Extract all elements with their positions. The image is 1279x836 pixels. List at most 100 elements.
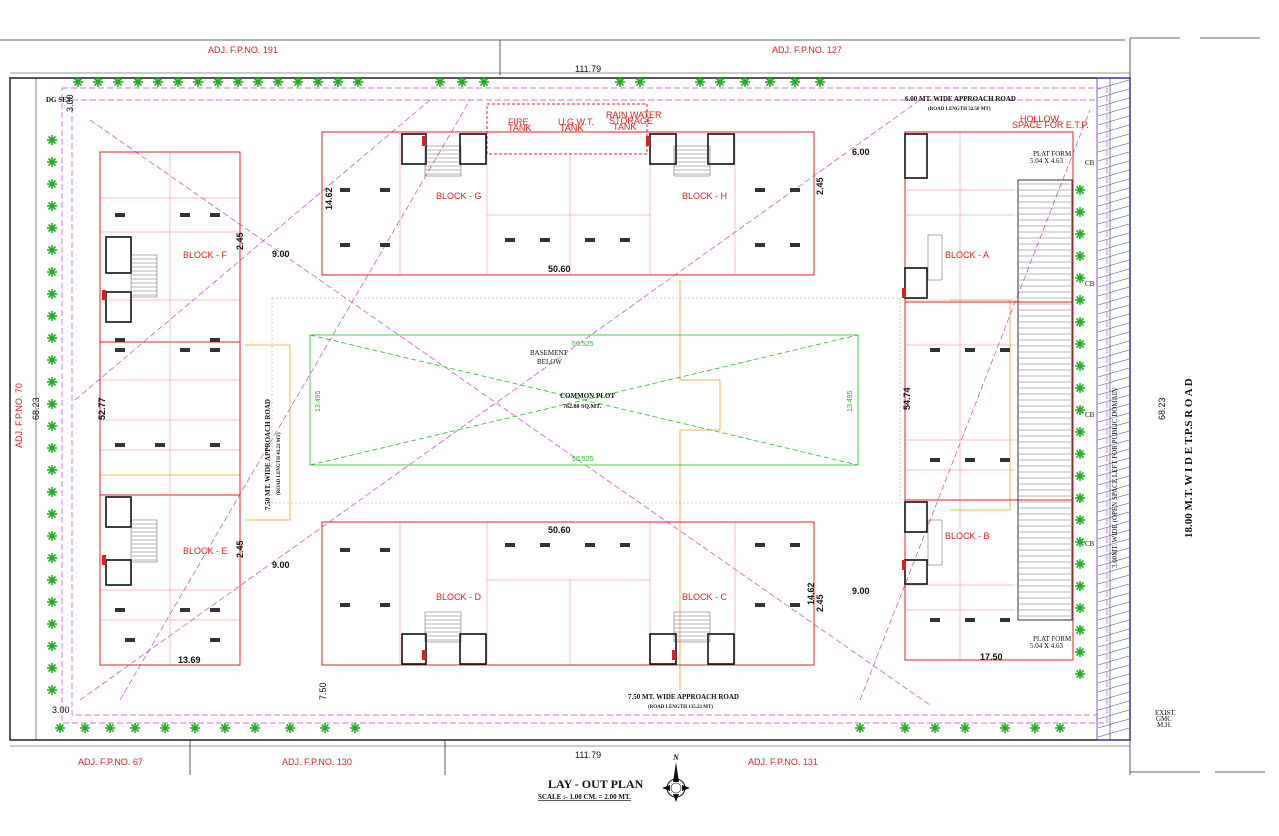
dim-gh-width: 50.60 (548, 264, 571, 274)
column-marker (540, 543, 550, 547)
tree-icon (1075, 251, 1085, 261)
column-marker (380, 243, 390, 247)
gmc-label: GMC (1156, 715, 1172, 723)
dim-left-strip: 52.77 (97, 397, 107, 420)
tree-icon (213, 77, 223, 87)
tree-icon (47, 685, 57, 695)
hatch-line (1097, 547, 1130, 558)
tree-icon (333, 77, 343, 87)
bottom-road-label: 7.50 MT. WIDE APPROACH ROAD (628, 693, 739, 701)
column-marker (755, 543, 765, 547)
cb-label-1: CB (1085, 159, 1095, 167)
tree-icon (1075, 625, 1085, 635)
hatch-line (1097, 358, 1130, 369)
block-b-label: BLOCK - B (945, 531, 990, 541)
column-marker (340, 603, 350, 607)
dim-top-width: 111.79 (575, 64, 601, 74)
tree-icon (1075, 405, 1085, 415)
tree-icon (47, 179, 57, 189)
tree-icon (47, 465, 57, 475)
tree-icon (160, 723, 170, 733)
tree-icon (173, 77, 183, 87)
north-arrow-icon (662, 762, 690, 802)
hatch-line (1097, 250, 1130, 261)
hatch-line (1097, 97, 1130, 108)
hatch-line (1097, 466, 1130, 477)
tree-icon (285, 723, 295, 733)
tree-icon (1075, 427, 1085, 437)
adj-fp-131: ADJ. F.P.NO. 131 (748, 757, 818, 767)
hatch-line (1097, 151, 1130, 162)
top-road-label: 6.00 MT. WIDE APPROACH ROAD (905, 95, 1016, 103)
hatch-line (1097, 367, 1130, 378)
tree-icon (133, 77, 143, 87)
tree-icon (73, 77, 83, 87)
interior-walls (100, 132, 1015, 665)
dim-setback-900: 9.00 (852, 586, 870, 596)
adj-fp-70: ADJ. F.P.NO. 70 (14, 383, 24, 448)
hatch-line (1097, 133, 1130, 144)
adj-fp-127: ADJ. F.P.NO. 127 (772, 45, 842, 55)
tree-icon (1075, 669, 1085, 679)
tree-icon (47, 553, 57, 563)
column-marker (620, 543, 630, 547)
column-marker (965, 458, 975, 462)
core-boxes (105, 133, 928, 665)
stair-treads (131, 149, 1071, 641)
hatch-line (1097, 484, 1130, 495)
hatch-line (1097, 277, 1130, 288)
column-marker (790, 603, 800, 607)
dim-dc-width: 50.60 (548, 525, 571, 535)
tree-icon (105, 723, 115, 733)
rain-water-label-2: STORAGE (609, 116, 653, 126)
tree-icon (250, 723, 260, 733)
hatch-line (1097, 115, 1130, 126)
north-label: N (672, 753, 680, 762)
tree-icon (220, 723, 230, 733)
column-marker (380, 548, 390, 552)
rain-water-label: RAIN WATER (606, 110, 662, 120)
platform-top-size: 5.04 X 4.63 (1030, 157, 1064, 165)
hatch-line (1097, 295, 1130, 306)
tree-icon (1075, 559, 1085, 569)
column-marker (115, 348, 125, 352)
hatch-line (1097, 286, 1130, 297)
dim-gh-depth: 14.62 (324, 187, 334, 210)
cp-dim-left: 13.495 (315, 390, 322, 412)
fire-tank-label: FIRE (508, 117, 529, 127)
block-a-label: BLOCK - A (945, 250, 989, 260)
hatch-line (1097, 457, 1130, 468)
tree-icon (193, 77, 203, 87)
column-marker (125, 638, 135, 642)
tree-icon (1075, 339, 1085, 349)
columns (115, 188, 1010, 642)
tree-icon (715, 77, 725, 87)
hatch-line (1097, 538, 1130, 549)
column-marker (340, 188, 350, 192)
column-marker (180, 608, 190, 612)
hatch-line (1097, 304, 1130, 315)
hatch-line (1097, 574, 1130, 585)
tree-icon (1075, 361, 1085, 371)
hatch-line (1097, 718, 1130, 729)
column-marker (1000, 458, 1010, 462)
tree-icon (47, 355, 57, 365)
column-marker (210, 213, 220, 217)
hatch-line (1097, 646, 1130, 657)
hatch-line (1097, 385, 1130, 396)
column-marker (790, 188, 800, 192)
hatch-line (1097, 196, 1130, 207)
cp-dim-right: 13.495 (847, 390, 854, 412)
column-marker (210, 608, 220, 612)
block-d-c-outline (321, 521, 815, 666)
tree-icon (1075, 647, 1085, 657)
dim-lines (10, 72, 1130, 747)
tree-icon (1075, 471, 1085, 481)
hatch-line (1097, 124, 1130, 135)
staircases (130, 145, 1073, 643)
column-marker (155, 443, 165, 447)
tree-icon (1075, 295, 1085, 305)
tree-icon (153, 77, 163, 87)
column-marker (115, 443, 125, 447)
